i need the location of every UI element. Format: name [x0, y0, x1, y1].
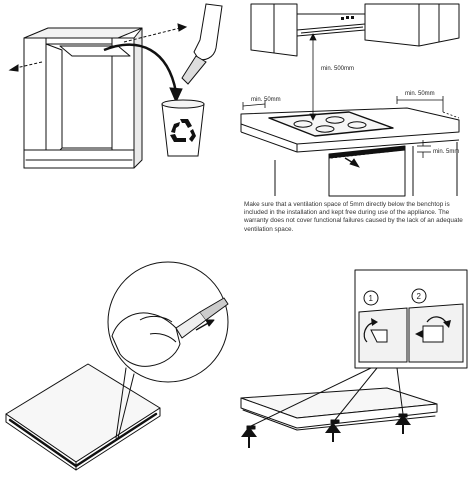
removed-panel [60, 46, 130, 56]
panel-ventilation: min. 500mm min. 50mm min. 50mm min. 5mm [237, 0, 474, 238]
hand-holding-strip [182, 4, 222, 84]
hob-glass [6, 364, 160, 462]
step-2-number: 2 [417, 292, 422, 301]
cabinet-top [24, 28, 142, 38]
range-hood [297, 14, 365, 36]
step-1-number: 1 [369, 294, 374, 303]
step-2-badge [412, 289, 426, 303]
cooking-zone-1 [294, 121, 312, 127]
wall-cabinet-right [365, 4, 419, 46]
label-gap-below: min. 5mm [433, 149, 459, 155]
push-arrows [243, 416, 409, 448]
removal-arrows [10, 24, 186, 102]
panel-clamps: 1 2 [237, 238, 474, 477]
hob-underside [241, 398, 437, 428]
cabinet-front-left [24, 38, 46, 168]
recycle-icon [170, 119, 196, 142]
seal-strip [10, 414, 156, 466]
clamp-step-2: 2 [409, 289, 463, 362]
ventilation-note-text: Make sure that a ventilation space of 5m… [244, 201, 463, 233]
recycle-bin [162, 100, 204, 156]
panel-cabinet-removal [0, 0, 237, 238]
panel-seal-application [0, 238, 237, 477]
label-hood-clearance: min. 500mm [321, 66, 354, 72]
ventilation-gap [329, 146, 405, 158]
cabinet-side [134, 28, 142, 168]
cooking-zone-4 [348, 122, 366, 128]
hood-vents [341, 16, 354, 20]
clamp-step-1: 1 [359, 291, 407, 362]
ventilation-note: Make sure that a ventilation space of 5m… [244, 201, 470, 234]
step-1-badge [364, 291, 378, 305]
dimension-markers [243, 34, 459, 167]
label-left-clearance: min. 50mm [251, 97, 281, 103]
cabinet-plinth [24, 150, 134, 168]
cooking-zone-2 [326, 117, 344, 123]
hand-applying-seal [112, 298, 228, 366]
hob [269, 112, 393, 136]
cabinet-front-right [112, 38, 134, 168]
cooking-zone-3 [316, 126, 334, 132]
label-right-clearance: min. 50mm [405, 91, 435, 97]
